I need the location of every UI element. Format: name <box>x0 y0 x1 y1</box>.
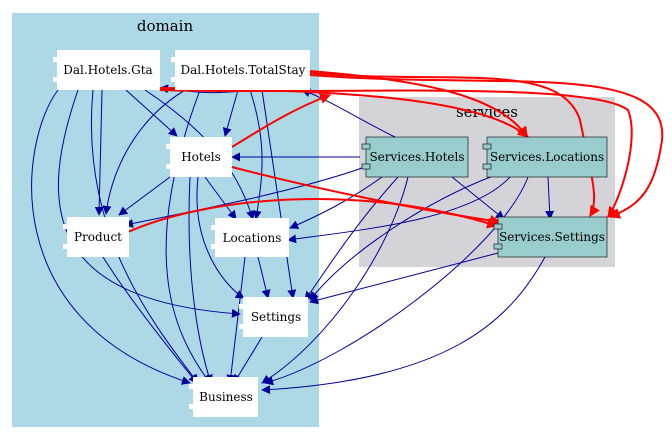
component-tab <box>361 143 371 150</box>
edge <box>309 252 499 305</box>
edge <box>196 176 245 299</box>
edge <box>289 176 383 229</box>
edge-highlight <box>159 89 633 218</box>
node-box <box>365 136 469 178</box>
edge <box>102 256 198 384</box>
edge <box>261 256 546 395</box>
node-box <box>193 377 258 417</box>
edge <box>118 176 171 216</box>
component-tab <box>53 57 61 62</box>
node-services-locations[interactable]: Services.Locations <box>482 136 608 178</box>
node-label: Product <box>74 230 122 244</box>
edge <box>204 176 237 220</box>
component-tab <box>493 243 503 250</box>
edge <box>309 175 494 301</box>
node-box <box>486 136 608 178</box>
edge <box>125 89 178 137</box>
node-settings[interactable]: Settings <box>239 297 308 337</box>
component-tab <box>211 225 219 230</box>
component-tab <box>361 163 371 170</box>
component-tab <box>482 143 492 150</box>
component-tab <box>211 244 219 249</box>
component-tab <box>63 224 71 229</box>
node-services-settings[interactable]: Services.Settings <box>493 216 608 258</box>
node-hotels[interactable]: Hotels <box>166 137 232 177</box>
node-box <box>243 297 308 337</box>
node-business[interactable]: Business <box>189 377 258 417</box>
edge-highlight <box>231 93 332 148</box>
component-tab <box>171 77 179 82</box>
edge <box>451 176 505 220</box>
cluster-domain-label: domain <box>137 17 194 35</box>
component-tab <box>166 144 174 149</box>
cluster-services-label: services <box>456 103 518 121</box>
node-label: Dal.Hotels.TotalStay <box>181 63 306 77</box>
component-tab <box>53 77 61 82</box>
component-tab <box>189 404 197 409</box>
node-label: Dal.Hotels.Gta <box>63 63 152 77</box>
node-services-hotels[interactable]: Services.Hotels <box>361 136 469 178</box>
node-box <box>170 137 232 177</box>
node-box <box>57 50 160 90</box>
node-label: Services.Locations <box>490 150 604 164</box>
node-product[interactable]: Product <box>63 217 129 257</box>
component-tab <box>482 163 492 170</box>
component-tab <box>239 324 247 329</box>
edge <box>249 89 263 220</box>
node-label: Services.Settings <box>499 230 605 244</box>
node-box <box>215 218 289 257</box>
edge-highlight <box>231 166 502 226</box>
node-label: Locations <box>223 231 282 245</box>
component-tab <box>63 244 71 249</box>
edge-highlight <box>309 72 600 217</box>
component-tab <box>239 304 247 309</box>
node-box <box>497 216 608 258</box>
edge <box>233 336 263 384</box>
edge <box>545 176 555 220</box>
edge <box>287 176 511 244</box>
node-dal-hotels-gta[interactable]: Dal.Hotels.Gta <box>53 50 160 90</box>
node-label: Services.Hotels <box>369 150 464 164</box>
node-label: Business <box>199 390 253 404</box>
edge <box>264 176 529 386</box>
node-locations[interactable]: Locations <box>211 218 289 257</box>
component-tab <box>166 164 174 169</box>
node-dal-hotels-totalstay[interactable]: Dal.Hotels.TotalStay <box>171 50 310 90</box>
edge-highlight <box>309 74 664 219</box>
node-label: Settings <box>251 310 301 324</box>
edge <box>257 256 271 299</box>
node-box <box>175 50 310 90</box>
edge <box>301 88 396 138</box>
edge <box>94 89 104 216</box>
edge <box>31 89 191 385</box>
edge <box>226 256 246 384</box>
edge <box>91 89 199 384</box>
component-tab <box>189 384 197 389</box>
edge <box>222 89 239 137</box>
edge <box>124 167 363 228</box>
component-tab <box>171 57 179 62</box>
edge <box>102 85 193 215</box>
node-box <box>67 217 129 257</box>
node-label: Hotels <box>181 150 221 164</box>
component-tab <box>493 223 503 230</box>
